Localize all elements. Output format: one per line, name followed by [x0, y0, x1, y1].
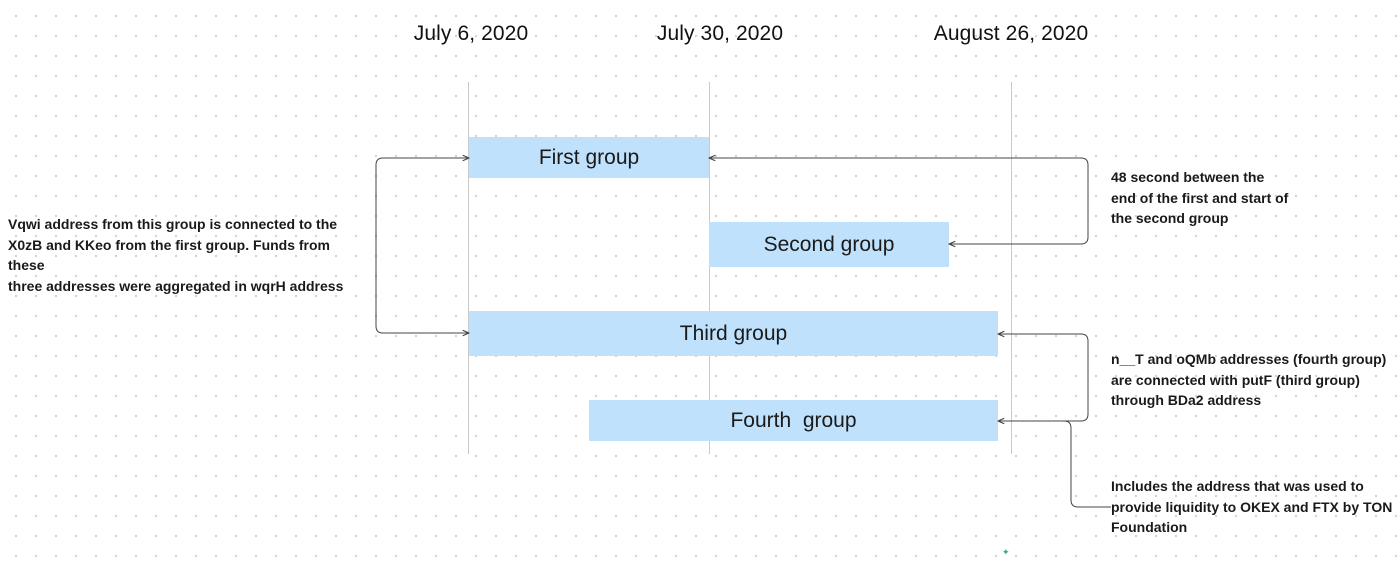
date-label-august-26: August 26, 2020	[933, 22, 1089, 45]
fourth-group-note: n__T and oQMb addresses (fourth group) a…	[1111, 349, 1396, 411]
first-second-gap-connector	[709, 158, 1089, 244]
third-group-bar: Third group	[469, 311, 998, 356]
fourth-note-line: are connected with putF (third group)	[1111, 371, 1360, 388]
fourth-note-line: n__T and oQMb addresses (fourth group)	[1111, 351, 1387, 367]
fourth-note-line: through BDa2 address	[1111, 392, 1262, 408]
left-note-line: three addresses were aggregated in wqrH …	[8, 277, 344, 294]
liquidity-note: Includes the address that was used to pr…	[1111, 476, 1396, 538]
fourth-liquidity-connector	[1063, 420, 1111, 508]
sparkle-icon: ✦	[1002, 547, 1010, 557]
liquidity-note-line: provide liquidity to OKEX and FTX by TON	[1111, 498, 1393, 515]
left-note-line: Vqwi address from this group is connecte…	[8, 216, 338, 232]
left-connection-note: Vqwi address from this group is connecte…	[8, 214, 368, 296]
first-group-bar: First group	[469, 137, 709, 178]
first-third-connector	[375, 158, 469, 333]
gap-note-line: the second group	[1111, 210, 1229, 226]
date-label-july-30: July 30, 2020	[656, 22, 784, 45]
liquidity-note-line: Foundation	[1111, 519, 1188, 535]
liquidity-note-line: Includes the address that was used to	[1111, 478, 1364, 494]
third-fourth-connector	[998, 334, 1089, 421]
date-gridline-august-26	[1011, 82, 1012, 454]
gap-note-line: end of the first and start of	[1111, 189, 1289, 206]
date-label-july-6: July 6, 2020	[413, 22, 529, 45]
date-gridline-july-30	[709, 82, 710, 454]
left-note-line: X0zB and KKeo from the first group. Fund…	[8, 236, 331, 274]
gap-note: 48 second between the end of the first a…	[1111, 167, 1391, 229]
gap-note-line: 48 second between the	[1111, 169, 1265, 185]
fourth-group-bar: Fourth group	[589, 400, 998, 441]
